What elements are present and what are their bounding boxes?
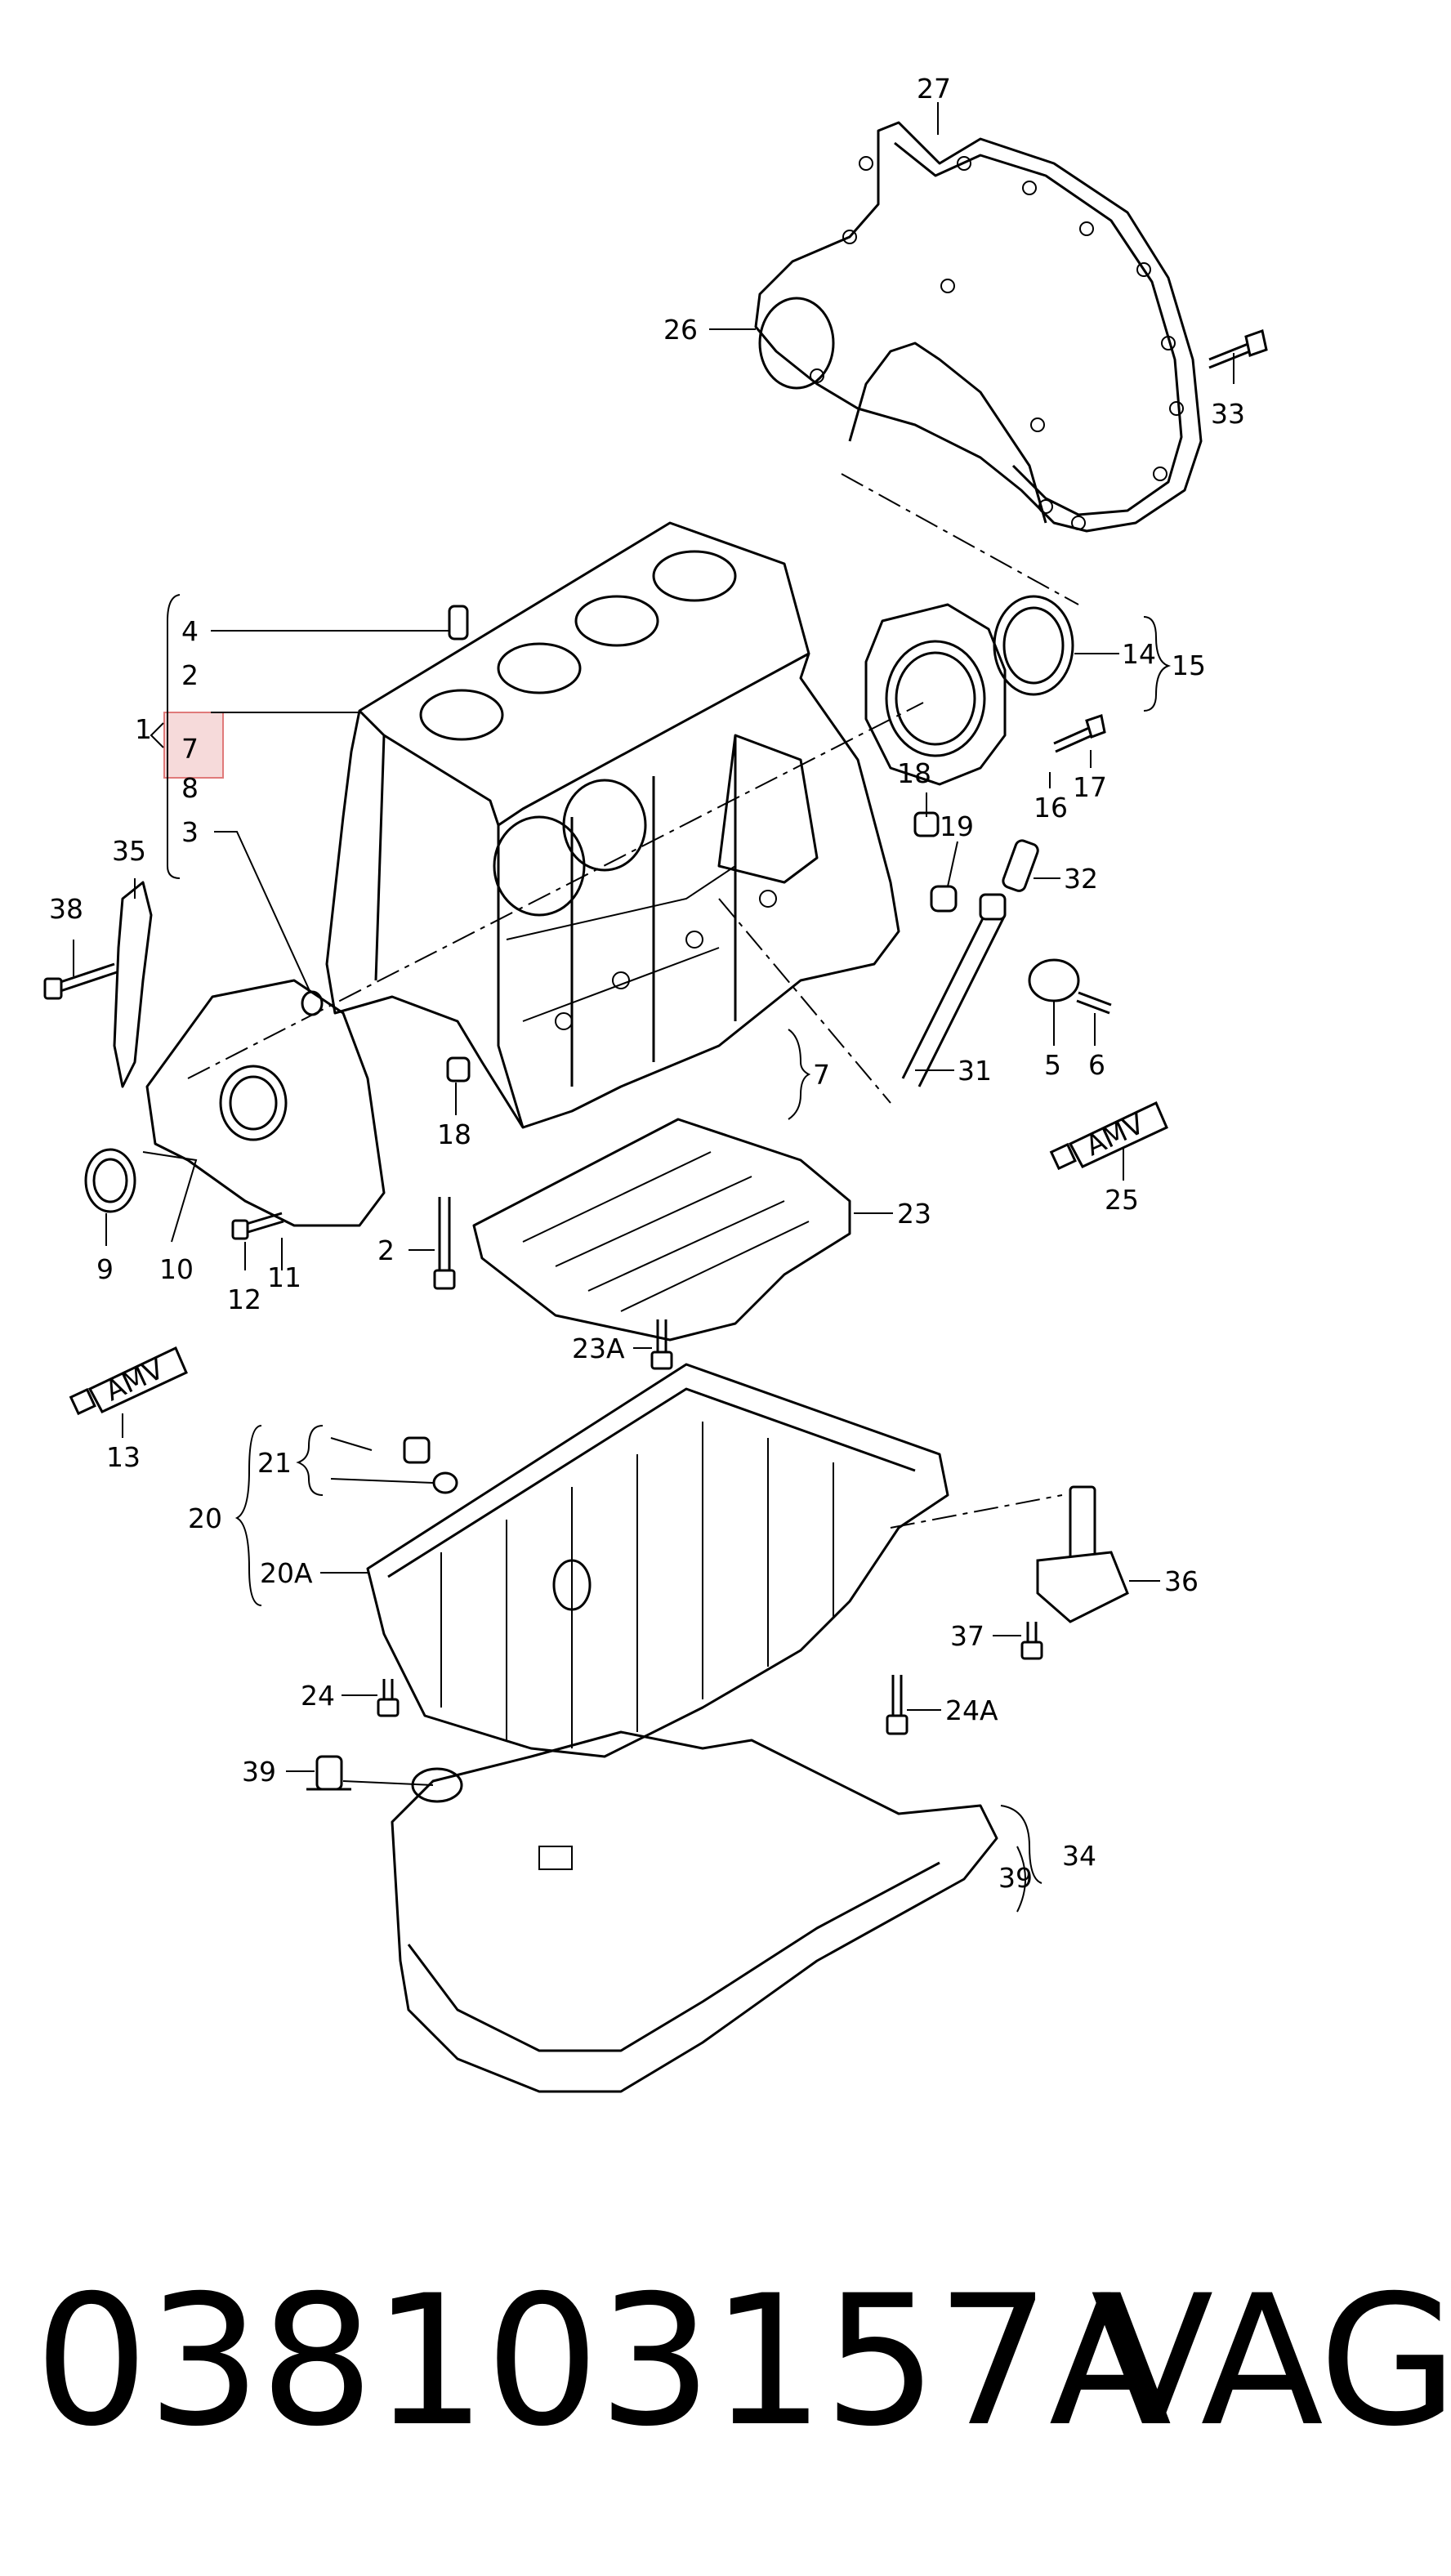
- callout-24A: 24A: [945, 1694, 998, 1726]
- bolt-24A: [886, 1675, 909, 1735]
- brand-name: VAG: [1091, 2257, 1451, 2466]
- sealant-tube-13: AMV: [69, 1346, 188, 1416]
- block-axis-2: [718, 898, 891, 1104]
- callout-10: 10: [159, 1253, 194, 1285]
- callout-12: 12: [227, 1284, 261, 1315]
- clip-39: [306, 1755, 351, 1791]
- callout-13: 13: [106, 1441, 141, 1473]
- callout-16: 16: [1034, 792, 1068, 824]
- callout-33: 33: [1211, 398, 1245, 430]
- callout-1: 1: [135, 713, 152, 745]
- callout-37: 37: [950, 1620, 984, 1652]
- bolt-24: [377, 1679, 400, 1717]
- dipstick-tube-31: [901, 893, 1007, 1087]
- bolt-33: [1208, 329, 1268, 369]
- bolt-23A: [650, 1319, 673, 1370]
- callout-39: 39: [242, 1756, 276, 1788]
- baffle-23: [472, 1118, 851, 1342]
- ring-3: [301, 990, 324, 1016]
- oil-level-sensor-36: [1036, 1485, 1129, 1623]
- callout-2-lower: 2: [377, 1234, 395, 1266]
- oil-pan-axis: [890, 1494, 1063, 1529]
- callout-7: 7: [813, 1059, 830, 1091]
- callout-20A: 20A: [260, 1557, 313, 1589]
- sender-5: [1028, 958, 1112, 1015]
- bracket-35: [113, 881, 153, 1088]
- plug-32: [1002, 839, 1039, 892]
- drain-plug-21: [403, 1436, 458, 1494]
- callout-23A: 23A: [572, 1333, 625, 1364]
- callout-35: 35: [112, 835, 146, 867]
- seal-9: [84, 1148, 136, 1213]
- oil-pan-20: [366, 1363, 949, 1758]
- callout-26: 26: [663, 314, 698, 346]
- callout-27: 27: [917, 73, 951, 105]
- callout-9: 9: [96, 1253, 114, 1285]
- dowel-18-lower: [446, 1056, 471, 1083]
- callout-11: 11: [267, 1261, 301, 1293]
- rear-cover-plate: [754, 121, 1203, 533]
- front-cover-10: [145, 979, 386, 1227]
- callout-18: 18: [897, 757, 931, 789]
- callout-8: 8: [181, 772, 199, 804]
- bolt-12: [231, 1212, 284, 1240]
- bolt-17: [1053, 714, 1106, 753]
- cylinder-block: [325, 521, 900, 1129]
- svg-text:AMV: AMV: [1081, 1108, 1150, 1163]
- svg-text:AMV: AMV: [100, 1353, 169, 1408]
- callout-3: 3: [181, 816, 199, 848]
- callout-15: 15: [1172, 650, 1206, 681]
- part-number: 038103157A: [34, 2257, 1172, 2466]
- sealant-tube-25: AMV: [1049, 1100, 1168, 1171]
- callout-21: 21: [257, 1447, 292, 1479]
- callout-31: 31: [958, 1055, 992, 1087]
- callout-14: 14: [1122, 638, 1156, 670]
- callout-2: 2: [181, 659, 199, 691]
- callout-6: 6: [1088, 1049, 1105, 1081]
- callout-labels: 27 26 33 4 2 1 7 8 3 14 15 16 17 18 19 3…: [49, 73, 1245, 1894]
- callout-17: 17: [1073, 771, 1107, 803]
- dowel-19: [930, 885, 958, 913]
- callout-5: 5: [1044, 1049, 1061, 1081]
- callout-39-right: 39: [998, 1862, 1033, 1894]
- leader-lines: [73, 102, 1234, 1913]
- callout-20: 20: [188, 1502, 222, 1534]
- callout-4: 4: [181, 615, 199, 647]
- callout-38: 38: [49, 893, 83, 925]
- callout-23: 23: [897, 1198, 931, 1230]
- bolt-37: [1020, 1622, 1043, 1660]
- callout-7-highlighted: 7: [181, 733, 199, 765]
- callout-36: 36: [1164, 1565, 1199, 1597]
- rear-seal-flange: [864, 595, 1074, 786]
- callout-19: 19: [940, 810, 974, 842]
- bolt-38: [43, 962, 118, 1000]
- callout-32: 32: [1064, 863, 1098, 895]
- callout-24: 24: [301, 1680, 335, 1712]
- callout-25: 25: [1105, 1184, 1139, 1216]
- callout-34: 34: [1062, 1840, 1096, 1872]
- cover-plate-axis: [841, 473, 1079, 605]
- parts-diagram: AMV AMV: [43, 73, 1268, 2093]
- bolt-2: [433, 1197, 456, 1290]
- highlight-box: [163, 712, 224, 779]
- callout-18-lower: 18: [437, 1118, 471, 1150]
- lower-pan-shell-34: [391, 1730, 998, 2093]
- dowel-4: [448, 605, 469, 641]
